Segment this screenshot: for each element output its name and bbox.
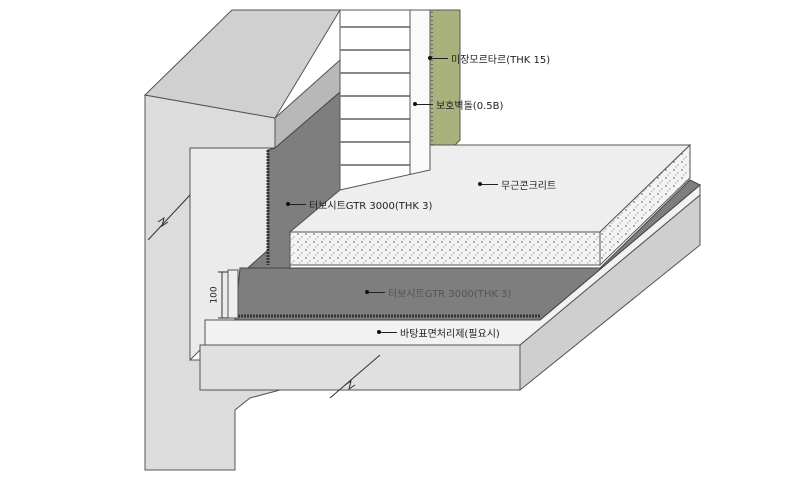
label-text: 바탕표면처리제(필요시)	[400, 329, 500, 340]
break-line-marks	[147, 194, 381, 399]
membrane-upturn	[227, 269, 239, 319]
concrete-side	[599, 143, 691, 267]
label-text: 무근콘크리트	[501, 181, 557, 192]
label-plain-concrete: 무근콘크리트	[478, 177, 557, 192]
dimension-line	[218, 271, 228, 319]
dimension-value: 100	[209, 286, 220, 304]
label-sheet-wall: 터보시트GTR 3000(THK 3)	[286, 197, 433, 212]
label-sheet-floor: 터보시트GTR 3000(THK 3)	[365, 285, 512, 300]
label-text: 미장모르타르(THK 15)	[451, 55, 551, 66]
label-text: 보호벽돌(0.5B)	[436, 101, 504, 112]
concrete-front	[289, 231, 601, 266]
floor-membrane	[234, 179, 701, 321]
slab-front-face	[199, 344, 521, 391]
label-primer: 바탕표면처리제(필요시)	[377, 325, 500, 340]
plaster-mortar-layer	[429, 9, 461, 172]
label-plaster-mortar: 미장모르타르(THK 15)	[428, 51, 551, 66]
label-text: 터보시트GTR 3000(THK 3)	[388, 289, 512, 300]
protective-brick-wall	[339, 9, 411, 191]
label-protective-brick: 보호벽돌(0.5B)	[413, 97, 504, 112]
label-text: 터보시트GTR 3000(THK 3)	[309, 201, 433, 212]
